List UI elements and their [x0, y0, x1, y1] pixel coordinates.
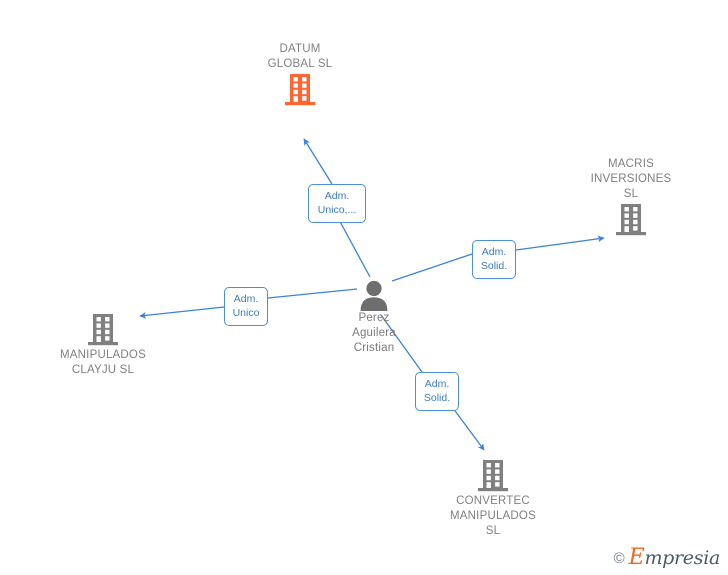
node-label-manipulados-clayju-sl: MANIPULADOS CLAYJU SL — [60, 349, 146, 376]
edge-label-manipulados-clayju[interactable]: Adm. Unico — [224, 287, 268, 326]
empresia-watermark: © Empresia — [613, 545, 721, 570]
building-icon — [88, 314, 118, 346]
node-label-person-perez-aguilera-cristian: Perez Aguilera Cristian — [352, 312, 396, 354]
node-manipulados-clayju-sl[interactable]: MANIPULADOS CLAYJU SL — [33, 312, 173, 378]
empresia-logo-rest: mpresia — [644, 547, 720, 569]
edge-datum-global[interactable] — [303, 138, 371, 278]
person-icon — [360, 280, 388, 311]
node-label-convertec-manipulados-sl: CONVERTEC MANIPULADOS SL — [450, 495, 536, 537]
empresia-logo: Empresia — [628, 545, 721, 570]
node-label-datum-global-sl: DATUM GLOBAL SL — [267, 43, 333, 70]
copyright-icon: © — [613, 549, 625, 567]
edge-label-macris-inversiones[interactable]: Adm. Solid. — [472, 240, 516, 279]
node-person-perez-aguilera-cristian[interactable]: Perez Aguilera Cristian — [304, 279, 444, 356]
node-macris-inversiones-sl[interactable]: MACRIS INVERSIONES SL — [561, 157, 701, 238]
edge-label-datum-global[interactable]: Adm. Unico,... — [308, 184, 366, 223]
edge-macris-inversiones[interactable] — [391, 235, 605, 282]
edge-convertec-manipulados[interactable] — [380, 314, 485, 451]
building-icon — [285, 74, 315, 106]
node-datum-global-sl[interactable]: DATUM GLOBAL SL — [230, 42, 370, 108]
node-convertec-manipulados-sl[interactable]: CONVERTEC MANIPULADOS SL — [423, 458, 563, 539]
building-icon — [478, 460, 508, 492]
empresia-logo-initial: E — [628, 545, 645, 570]
building-icon — [616, 204, 646, 236]
edge-label-convertec-manipulados[interactable]: Adm. Solid. — [415, 372, 459, 411]
edge-manipulados-clayju[interactable] — [139, 288, 358, 319]
node-label-macris-inversiones-sl: MACRIS INVERSIONES SL — [590, 158, 672, 200]
